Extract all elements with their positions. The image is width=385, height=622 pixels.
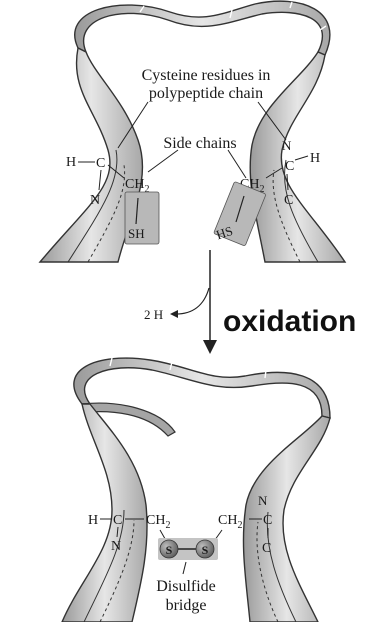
bottom-left-hydrogen: H <box>88 513 98 528</box>
top-panel: Cysteine residues in polypeptide chain S… <box>40 1 345 262</box>
bottom-right-alpha-carbon: C <box>263 513 272 528</box>
bottom-right-nitrogen: N <box>258 493 268 508</box>
right-alpha-carbon: C <box>285 159 294 174</box>
bottom-right-carbonyl-carbon: C <box>262 541 271 556</box>
right-nitrogen: N <box>282 138 292 153</box>
right-carbonyl-carbon: C <box>284 193 293 208</box>
left-alpha-carbon: C <box>96 156 105 171</box>
bottom-panel: H C N CH2 CH2 N C C S S Disulfide bridge <box>62 358 330 622</box>
hydrogen-byproduct: 2 H <box>144 307 163 322</box>
sulfur-right-label: S <box>202 543 209 557</box>
left-thiol: SH <box>128 226 145 241</box>
left-hydrogen: H <box>66 155 76 170</box>
sulfur-left-label: S <box>166 543 173 557</box>
bottom-left-nitrogen: N <box>111 539 121 554</box>
bottom-left-ch2: CH2 <box>146 513 170 531</box>
cysteine-residues-label-line1: Cysteine residues in <box>142 67 271 84</box>
top-loop-ribbon <box>75 1 330 55</box>
left-nitrogen: N <box>90 193 100 208</box>
disulfide-bridge-label-line1: Disulfide <box>156 578 216 595</box>
side-chains-label: Side chains <box>163 135 236 152</box>
byproduct-arrow <box>176 288 209 314</box>
right-hydrogen: H <box>310 151 320 166</box>
bottom-left-alpha-carbon: C <box>113 513 122 528</box>
reaction-step: 2 H oxidation <box>144 250 356 354</box>
bottom-right-ch2: CH2 <box>218 513 242 531</box>
disulfide-bridge-label-line2: bridge <box>166 597 207 614</box>
oxidation-label: oxidation <box>223 305 356 338</box>
cysteine-residues-label-line2: polypeptide chain <box>149 85 263 102</box>
bottom-left-strand-ribbon <box>62 404 147 622</box>
